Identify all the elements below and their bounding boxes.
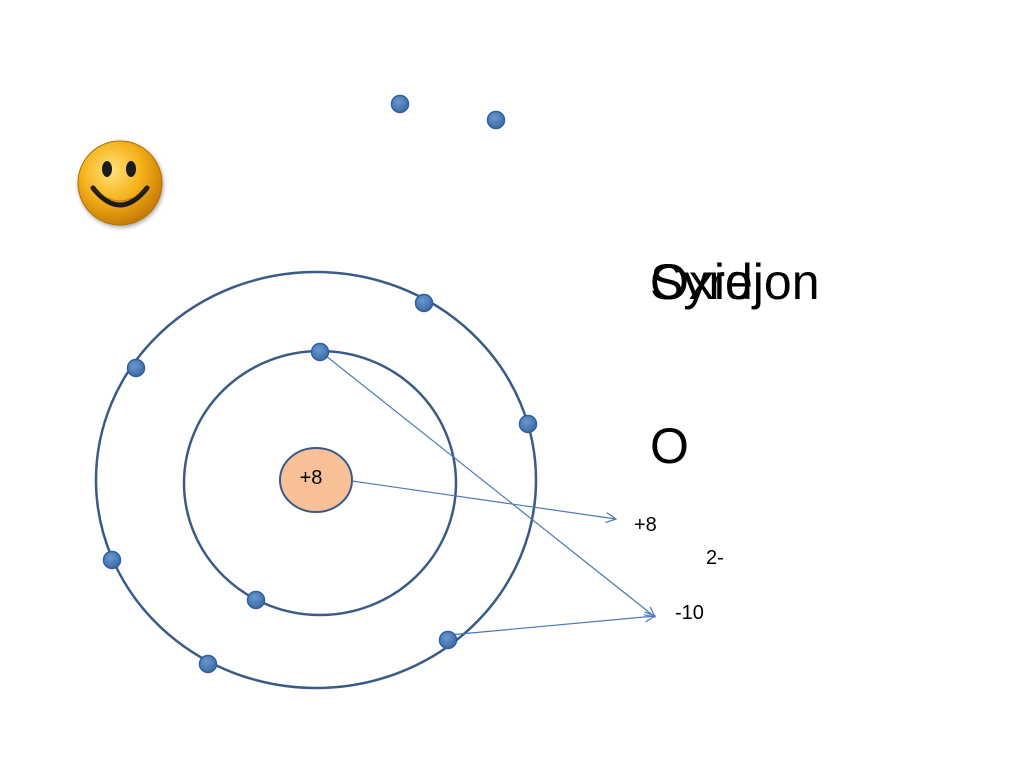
title-text: Oxid — [650, 254, 753, 310]
free-electron — [486, 110, 506, 130]
smiley-face-icon — [77, 140, 163, 226]
outer-shell-electron — [414, 293, 434, 313]
free-electron — [390, 94, 410, 114]
outer-shell-electron — [518, 414, 538, 434]
ion-charge-label: 2- — [706, 547, 724, 569]
inner-shell-electron — [310, 342, 330, 362]
electron-count-label: -10 — [675, 602, 704, 624]
arrow-electron-to-count — [320, 351, 655, 617]
outer-electron-shell — [94, 270, 538, 690]
outer-shell-electron — [126, 358, 146, 378]
outer-shell-electron — [198, 654, 218, 674]
title-overlap-text: Syrejon — [650, 254, 820, 310]
nucleus: +8 — [279, 447, 353, 513]
arrow-nucleus-to-protons — [351, 480, 616, 519]
outer-shell-electron — [438, 630, 458, 650]
nucleus-charge-label: +8 — [300, 467, 323, 489]
outer-shell-electron — [102, 550, 122, 570]
element-symbol: O — [650, 418, 689, 474]
proton-count-label: +8 — [634, 514, 657, 536]
inner-shell-electron — [246, 590, 266, 610]
arrow-added-electron-to-count — [448, 616, 655, 636]
